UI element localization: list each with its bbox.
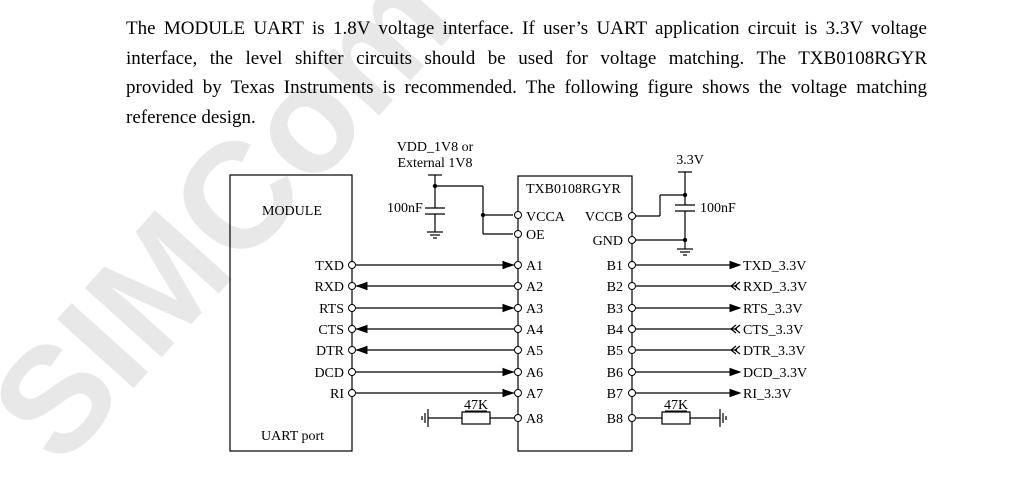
chip-pin-a bbox=[514, 282, 522, 290]
chip-pin-b-label: B5 bbox=[607, 344, 623, 359]
vccb-pin-label: VCCB bbox=[585, 210, 623, 225]
chip-pin-b-label: B3 bbox=[607, 302, 623, 317]
resistor-right bbox=[661, 411, 691, 425]
vdd-label: VDD_1V8 or bbox=[397, 140, 474, 155]
intro-paragraph: The MODULE UART is 1.8V voltage interfac… bbox=[126, 14, 927, 132]
paragraph-line: reference design. bbox=[126, 106, 256, 128]
cap-right-label: 100nF bbox=[700, 201, 736, 216]
chip-pin-b-label: B6 bbox=[607, 366, 623, 381]
module-signal-label: DCD bbox=[314, 366, 344, 381]
output-signal-label: RTS_3.3V bbox=[743, 302, 802, 317]
input-signal-label: CTS_3.3V bbox=[743, 323, 803, 338]
arrow-right-icon bbox=[729, 260, 742, 270]
chip-pin-b bbox=[628, 346, 636, 354]
output-signal-label: RI_3.3V bbox=[743, 387, 792, 402]
input-signal-label: DTR_3.3V bbox=[743, 344, 806, 359]
arrow-left-icon bbox=[355, 281, 368, 291]
arrow-left-icon bbox=[355, 324, 368, 334]
module-signal-label: DTR bbox=[316, 344, 345, 359]
module-pin bbox=[348, 389, 356, 397]
module-pin bbox=[348, 261, 356, 269]
output-signal-label: TXD_3.3V bbox=[743, 259, 806, 274]
chip-pin-b bbox=[628, 304, 636, 312]
arrow-right-icon bbox=[729, 388, 742, 398]
chip-pin-b-label: B7 bbox=[607, 387, 623, 402]
module-pin bbox=[348, 282, 356, 290]
chip-box bbox=[517, 175, 633, 452]
input-signal-label: RXD_3.3V bbox=[743, 280, 807, 295]
chip-pin-a bbox=[514, 368, 522, 376]
chip-pin-a bbox=[514, 389, 522, 397]
signal-rows: TXD A1 B1 TXD_3.3V RXD A2 B2 RXD_3.3V RTS A3 B3 RTS… bbox=[314, 259, 807, 402]
resistor-left-label: 47K bbox=[464, 398, 488, 413]
chip-pin-a-label: A6 bbox=[526, 366, 543, 381]
arrow-right-icon bbox=[502, 260, 515, 270]
chip-pin-b bbox=[628, 325, 636, 333]
chip-pin-b-label: B4 bbox=[607, 323, 623, 338]
arrow-right-icon bbox=[502, 303, 515, 313]
module-pin bbox=[348, 368, 356, 376]
chip-pin-a bbox=[514, 261, 522, 269]
arrow-right-icon bbox=[729, 303, 742, 313]
chip-pin-a-label: A4 bbox=[526, 323, 543, 338]
module-label: MODULE bbox=[262, 204, 322, 219]
a8-pin-label: A8 bbox=[526, 412, 543, 427]
chip-pin-b-label: B1 bbox=[607, 259, 623, 274]
b8-pin-label: B8 bbox=[607, 412, 623, 427]
chip-pin-a-label: A2 bbox=[526, 280, 543, 295]
chip-pin-a bbox=[514, 304, 522, 312]
module-pin bbox=[348, 325, 356, 333]
module-footer-label: UART port bbox=[261, 429, 324, 444]
resistor-right-label: 47K bbox=[664, 398, 688, 413]
vdd-label-2: External 1V8 bbox=[397, 156, 472, 171]
chip-pin-b bbox=[628, 368, 636, 376]
module-signal-label: RI bbox=[330, 387, 344, 402]
chip-pin-a-label: A3 bbox=[526, 302, 543, 317]
arrow-right-icon bbox=[502, 367, 515, 377]
chip-pin-b-label: B2 bbox=[607, 280, 623, 295]
module-signal-label: RTS bbox=[319, 302, 344, 317]
chip-pin-b bbox=[628, 282, 636, 290]
chip-pin-b bbox=[628, 261, 636, 269]
double-chevron-left-icon bbox=[730, 281, 737, 291]
arrow-right-icon bbox=[502, 388, 515, 398]
module-signal-label: TXD bbox=[315, 259, 344, 274]
chip-pin-a-label: A5 bbox=[526, 344, 543, 359]
paragraph-line: provided by Texas Instruments is recomme… bbox=[126, 77, 927, 98]
gnd-pin-label: GND bbox=[593, 234, 623, 249]
oe-pin-label: OE bbox=[526, 228, 545, 243]
module-pin bbox=[348, 304, 356, 312]
resistor-left bbox=[461, 411, 491, 425]
paragraph-line: interface, the level shifter circuits sh… bbox=[126, 47, 927, 69]
chip-label: TXB0108RGYR bbox=[526, 182, 622, 197]
chip-pin-b bbox=[628, 389, 636, 397]
v33-label: 3.3V bbox=[676, 153, 704, 168]
module-box bbox=[229, 174, 353, 452]
chip-pin-a-label: A1 bbox=[526, 259, 543, 274]
chip-pin-a bbox=[514, 346, 522, 354]
paragraph-line: The MODULE UART is 1.8V voltage interfac… bbox=[126, 18, 927, 39]
chip-pin-a bbox=[514, 325, 522, 333]
chip-pin-a-label: A7 bbox=[526, 387, 543, 402]
module-signal-label: RXD bbox=[314, 280, 344, 295]
double-chevron-left-icon bbox=[730, 324, 737, 334]
arrow-right-icon bbox=[729, 367, 742, 377]
cap-left-label: 100nF bbox=[387, 201, 423, 216]
module-pin bbox=[348, 346, 356, 354]
double-chevron-left-icon bbox=[730, 345, 737, 355]
output-signal-label: DCD_3.3V bbox=[743, 366, 807, 381]
module-signal-label: CTS bbox=[318, 323, 344, 338]
vcca-pin-label: VCCA bbox=[526, 210, 566, 225]
arrow-left-icon bbox=[355, 345, 368, 355]
